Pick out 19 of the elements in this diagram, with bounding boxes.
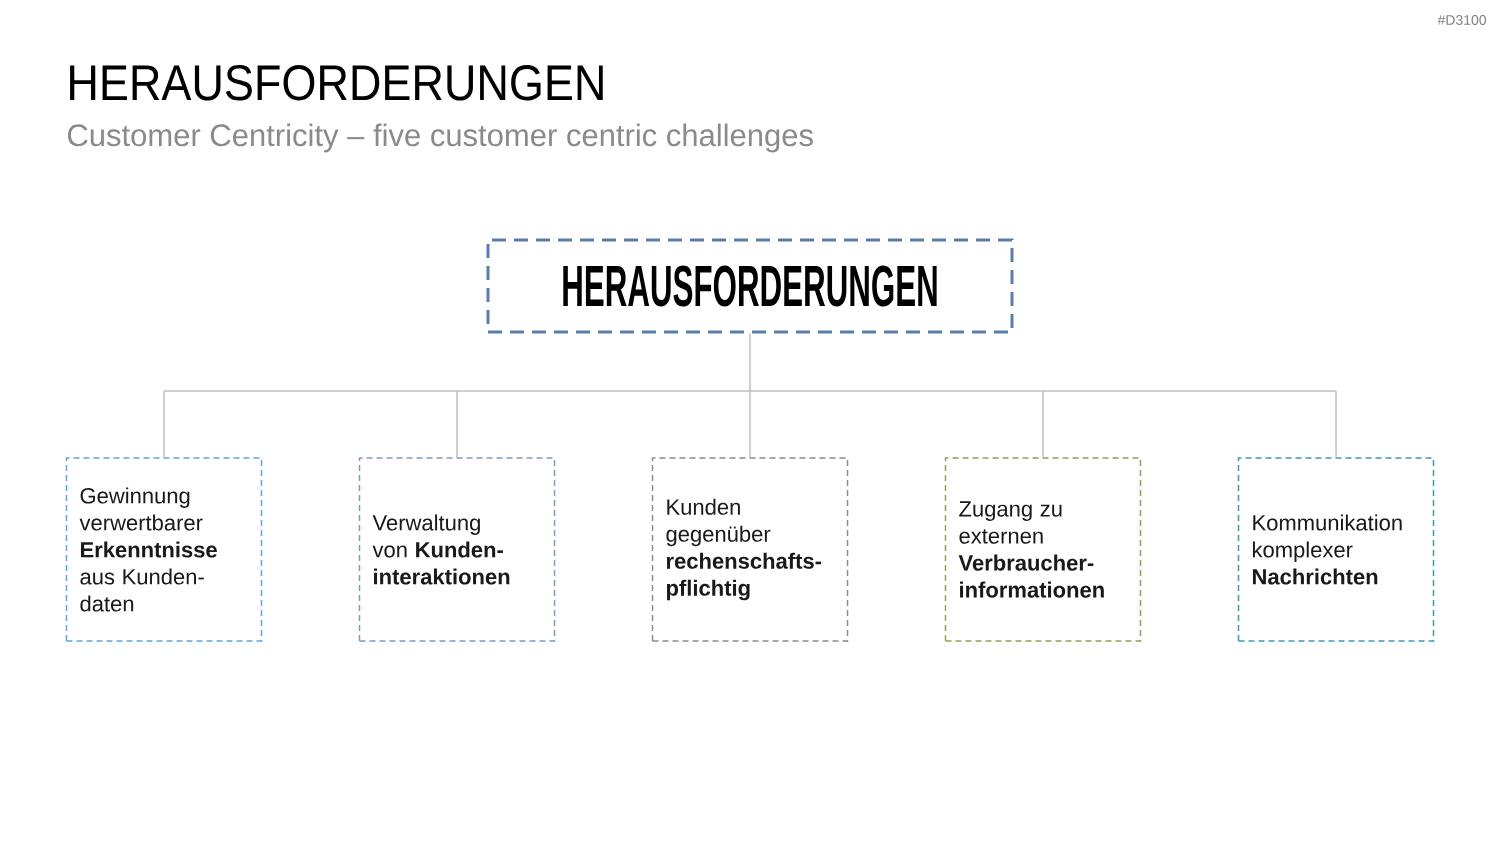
connector-line bbox=[456, 390, 751, 392]
connector-line bbox=[163, 390, 165, 458]
challenge-box: Zugang zu externen Verbraucher- informationen bbox=[944, 457, 1142, 642]
reference-code: #D3100 bbox=[1437, 15, 1487, 25]
connector-line bbox=[749, 390, 1044, 392]
connector-line bbox=[456, 390, 458, 458]
challenge-box: Verwaltung von Kunden- interaktionen bbox=[358, 457, 556, 642]
connector-line bbox=[1042, 390, 1044, 458]
connector-line bbox=[749, 332, 751, 392]
title: HERAUSFORDERUNGEN bbox=[70, 65, 603, 101]
connector-line bbox=[749, 390, 751, 458]
connector-line bbox=[1335, 390, 1337, 458]
challenge-box: Kommunikation komplexer Nachrichten bbox=[1237, 457, 1435, 642]
heading-box: HERAUSFORDERUNGEN bbox=[486, 238, 1014, 334]
connector-line bbox=[1042, 390, 1337, 392]
connector-line bbox=[163, 390, 458, 392]
challenge-box: Kunden gegenüber rechenschafts- pflichtig bbox=[651, 457, 849, 642]
subtitle: Customer Centricity – five customer centric challenges bbox=[67, 123, 813, 153]
challenge-box: Gewinnung verwertbarer Erkenntnisse aus Kunden- daten bbox=[65, 457, 263, 642]
